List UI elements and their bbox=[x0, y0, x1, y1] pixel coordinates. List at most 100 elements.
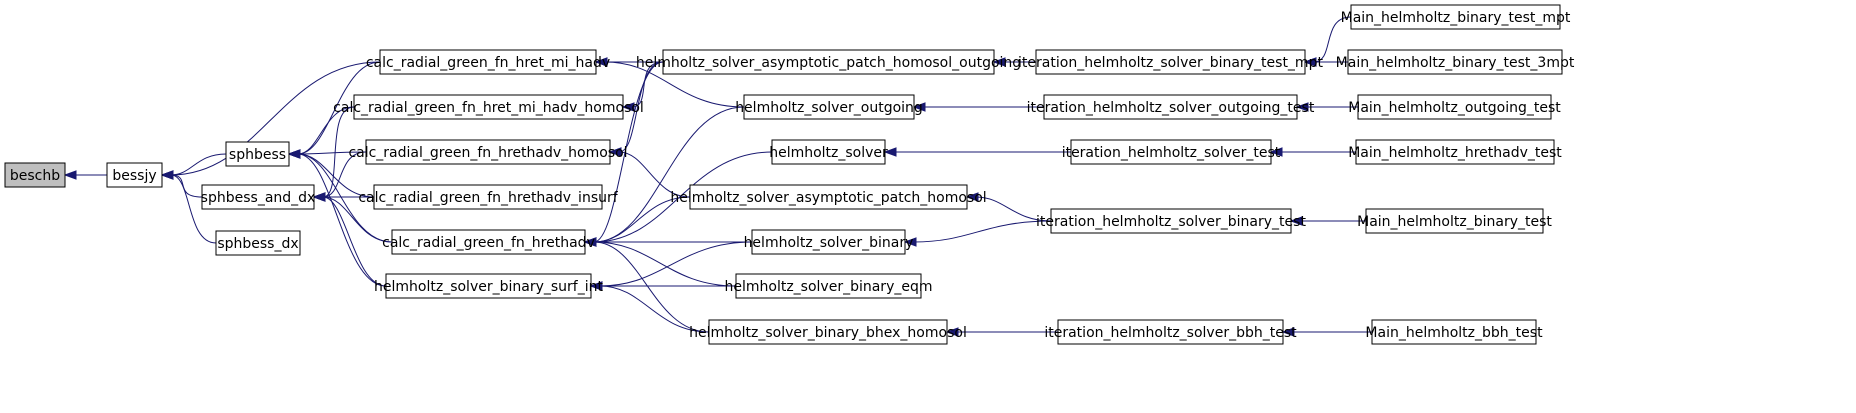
node-box-it_bbh_test bbox=[1057, 319, 1284, 345]
node-sphbess_and_dx[interactable]: sphbess_and_dx bbox=[201, 184, 316, 210]
node-sphbess_dx[interactable]: sphbess_dx bbox=[215, 230, 301, 256]
node-label-main_binary_test: Main_helmholtz_binary_test bbox=[1357, 214, 1552, 230]
edge-crg_hret_mi_hadv_homosol-to-sphbess_and_dx bbox=[322, 106, 355, 198]
node-crg_hrethadv[interactable]: calc_radial_green_fn_hrethadv bbox=[382, 229, 595, 255]
edge-hs_asym_patch_homosol-to-crg_hrethadv_homosol bbox=[618, 151, 691, 198]
node-hs_binary_surf_int[interactable]: helmholtz_solver_binary_surf_int bbox=[374, 273, 603, 299]
node-crg_hret_mi_hadv_homosol[interactable]: calc_radial_green_fn_hret_mi_hadv_homoso… bbox=[333, 94, 644, 120]
node-label-main_hrethadv_test: Main_helmholtz_hrethadv_test bbox=[1348, 145, 1562, 161]
node-hs[interactable]: helmholtz_solver bbox=[769, 139, 888, 165]
node-label-crg_hrethadv: calc_radial_green_fn_hrethadv bbox=[382, 235, 595, 251]
node-hs_binary_bhex_homosol[interactable]: helmholtz_solver_binary_bhex_homosol bbox=[689, 319, 967, 345]
call-graph-edges bbox=[63, 16, 1372, 337]
node-hs_binary_eqm[interactable]: helmholtz_solver_binary_eqm bbox=[725, 273, 933, 299]
node-label-it_bbh_test: iteration_helmholtz_solver_bbh_test bbox=[1044, 325, 1297, 341]
node-box-hs_binary_eqm bbox=[735, 273, 922, 299]
node-it_test[interactable]: iteration_helmholtz_solver_test bbox=[1062, 139, 1281, 165]
node-it_bbh_test[interactable]: iteration_helmholtz_solver_bbh_test bbox=[1044, 319, 1297, 345]
arrowhead-main_bbh_test-to-it_bbh_test bbox=[1281, 327, 1295, 337]
edge-crg_hrethadv_homosol-to-sphbess_and_dx bbox=[322, 151, 367, 198]
node-it_outgoing_test[interactable]: iteration_helmholtz_solver_outgoing_test bbox=[1027, 94, 1315, 120]
node-main_binary_test_mpt[interactable]: Main_helmholtz_binary_test_mpt bbox=[1341, 4, 1571, 30]
node-box-hs_asym_patch_homosol bbox=[689, 184, 968, 210]
node-bessjy[interactable]: bessjy bbox=[106, 162, 163, 188]
arrowhead-hs_asym_patch_homosol-to-crg_hrethadv_homosol bbox=[608, 147, 622, 157]
node-label-main_binary_test_3mpt: Main_helmholtz_binary_test_3mpt bbox=[1336, 55, 1575, 71]
edge-crg_hrethadv_homosol-to-sphbess bbox=[297, 151, 367, 155]
edge-hs_binary-to-hs_binary_surf_int bbox=[599, 241, 753, 287]
node-label-it_test: iteration_helmholtz_solver_test bbox=[1062, 145, 1281, 161]
node-box-crg_hret_mi_hadv bbox=[379, 49, 597, 75]
edge-sphbess-to-bessjy bbox=[170, 153, 227, 176]
edge-hs-to-crg_hrethadv bbox=[593, 151, 773, 243]
node-main_bbh_test[interactable]: Main_helmholtz_bbh_test bbox=[1365, 319, 1543, 345]
node-crg_hret_mi_hadv[interactable]: calc_radial_green_fn_hret_mi_hadv bbox=[366, 49, 610, 75]
node-label-hs: helmholtz_solver bbox=[769, 145, 888, 161]
node-label-main_bbh_test: Main_helmholtz_bbh_test bbox=[1365, 325, 1543, 341]
node-hs_asym_patch_homosol[interactable]: helmholtz_solver_asymptotic_patch_homoso… bbox=[670, 184, 987, 210]
edge-hs_binary_surf_int-to-sphbess bbox=[297, 153, 387, 287]
node-label-hs_asym_patch_homosol_outgoing: helmholtz_solver_asymptotic_patch_homoso… bbox=[636, 55, 1021, 71]
node-box-crg_hrethadv_homosol bbox=[365, 139, 611, 165]
node-main_hrethadv_test[interactable]: Main_helmholtz_hrethadv_test bbox=[1348, 139, 1562, 165]
node-crg_hrethadv_homosol[interactable]: calc_radial_green_fn_hrethadv_homosol bbox=[348, 139, 628, 165]
node-box-beschb bbox=[4, 162, 66, 188]
arrowhead-hs_binary_surf_int-to-sphbess bbox=[287, 149, 301, 159]
arrowhead-hs_binary_bhex_homosol-to-crg_hrethadv bbox=[583, 237, 597, 247]
arrowhead-main_binary_test-to-it_binary_test bbox=[1289, 216, 1303, 226]
edge-hs_asym_patch_homosol-to-crg_hrethadv bbox=[593, 196, 691, 243]
edge-hs_outgoing-to-crg_hrethadv bbox=[593, 106, 745, 243]
arrowhead-hs_asym_patch_homosol_outgoing-to-crg_hret_mi_hadv_homosol bbox=[621, 102, 635, 112]
node-box-it_outgoing_test bbox=[1043, 94, 1298, 120]
edge-hs_binary_eqm-to-crg_hrethadv bbox=[593, 241, 737, 287]
node-box-bessjy bbox=[106, 162, 163, 188]
node-label-hs_binary: helmholtz_solver_binary bbox=[744, 235, 914, 251]
node-label-main_binary_test_mpt: Main_helmholtz_binary_test_mpt bbox=[1341, 10, 1571, 26]
node-label-crg_hret_mi_hadv: calc_radial_green_fn_hret_mi_hadv bbox=[366, 55, 610, 71]
node-box-hs_binary bbox=[751, 229, 906, 255]
node-box-it_test bbox=[1070, 139, 1272, 165]
node-main_outgoing_test[interactable]: Main_helmholtz_outgoing_test bbox=[1348, 94, 1561, 120]
node-box-crg_hrethadv_insurf bbox=[373, 184, 603, 210]
node-box-sphbess_and_dx bbox=[201, 184, 315, 210]
node-hs_outgoing[interactable]: helmholtz_solver_outgoing bbox=[735, 94, 923, 120]
node-box-sphbess_dx bbox=[215, 230, 301, 256]
node-box-sphbess bbox=[225, 141, 290, 167]
node-it_binary_test_mpt[interactable]: iteration_helmholtz_solver_binary_test_m… bbox=[1018, 49, 1323, 75]
node-label-bessjy: bessjy bbox=[112, 168, 156, 184]
node-sphbess[interactable]: sphbess bbox=[225, 141, 290, 167]
node-main_binary_test[interactable]: Main_helmholtz_binary_test bbox=[1357, 208, 1552, 234]
node-crg_hrethadv_insurf[interactable]: calc_radial_green_fn_hrethadv_insurf bbox=[358, 184, 619, 210]
edge-main_binary_test_mpt-to-it_binary_test_mpt bbox=[1313, 16, 1352, 63]
edge-hs_binary_surf_int-to-sphbess_and_dx bbox=[322, 196, 387, 287]
node-label-sphbess_dx: sphbess_dx bbox=[217, 236, 298, 252]
node-hs_asym_patch_homosol_outgoing[interactable]: helmholtz_solver_asymptotic_patch_homoso… bbox=[636, 49, 1021, 75]
node-label-hs_binary_surf_int: helmholtz_solver_binary_surf_int bbox=[374, 279, 603, 295]
node-label-sphbess_and_dx: sphbess_and_dx bbox=[201, 190, 316, 206]
node-box-main_binary_test_3mpt bbox=[1347, 49, 1563, 75]
edge-hs_binary_bhex_homosol-to-hs_binary_surf_int bbox=[599, 285, 710, 333]
edge-crg_hret_mi_hadv-to-bessjy bbox=[170, 61, 381, 176]
arrowhead-bessjy-to-beschb bbox=[63, 170, 77, 180]
edge-it_binary_test-to-hs_asym_patch_homosol bbox=[975, 196, 1052, 222]
node-it_binary_test[interactable]: iteration_helmholtz_solver_binary_test bbox=[1036, 208, 1306, 234]
node-box-hs_asym_patch_homosol_outgoing bbox=[662, 49, 995, 75]
edge-hs_outgoing-to-crg_hret_mi_hadv bbox=[604, 61, 745, 108]
edge-crg_hret_mi_hadv_homosol-to-sphbess bbox=[297, 106, 355, 155]
arrowhead-it_binary_test_mpt-to-hs_asym_patch_homosol_outgoing bbox=[992, 57, 1006, 67]
node-box-main_outgoing_test bbox=[1357, 94, 1552, 120]
node-box-hs_outgoing bbox=[743, 94, 915, 120]
node-label-it_binary_test: iteration_helmholtz_solver_binary_test bbox=[1036, 214, 1306, 230]
edge-hs_asym_patch_homosol_outgoing-to-crg_hrethadv bbox=[593, 61, 664, 243]
arrowhead-it_outgoing_test-to-hs_outgoing bbox=[912, 102, 926, 112]
node-box-hs_binary_bhex_homosol bbox=[708, 319, 948, 345]
node-hs_binary[interactable]: helmholtz_solver_binary bbox=[744, 229, 914, 255]
node-box-main_binary_test_mpt bbox=[1350, 4, 1561, 30]
arrowhead-hs_outgoing-to-crg_hret_mi_hadv bbox=[594, 57, 608, 67]
node-label-main_outgoing_test: Main_helmholtz_outgoing_test bbox=[1348, 100, 1561, 116]
node-label-crg_hret_mi_hadv_homosol: calc_radial_green_fn_hret_mi_hadv_homoso… bbox=[333, 100, 644, 116]
node-box-main_binary_test bbox=[1365, 208, 1544, 234]
node-label-beschb: beschb bbox=[10, 168, 60, 184]
arrowhead-hs_binary_surf_int-to-sphbess_and_dx bbox=[312, 192, 326, 202]
node-main_binary_test_3mpt[interactable]: Main_helmholtz_binary_test_3mpt bbox=[1336, 49, 1575, 75]
